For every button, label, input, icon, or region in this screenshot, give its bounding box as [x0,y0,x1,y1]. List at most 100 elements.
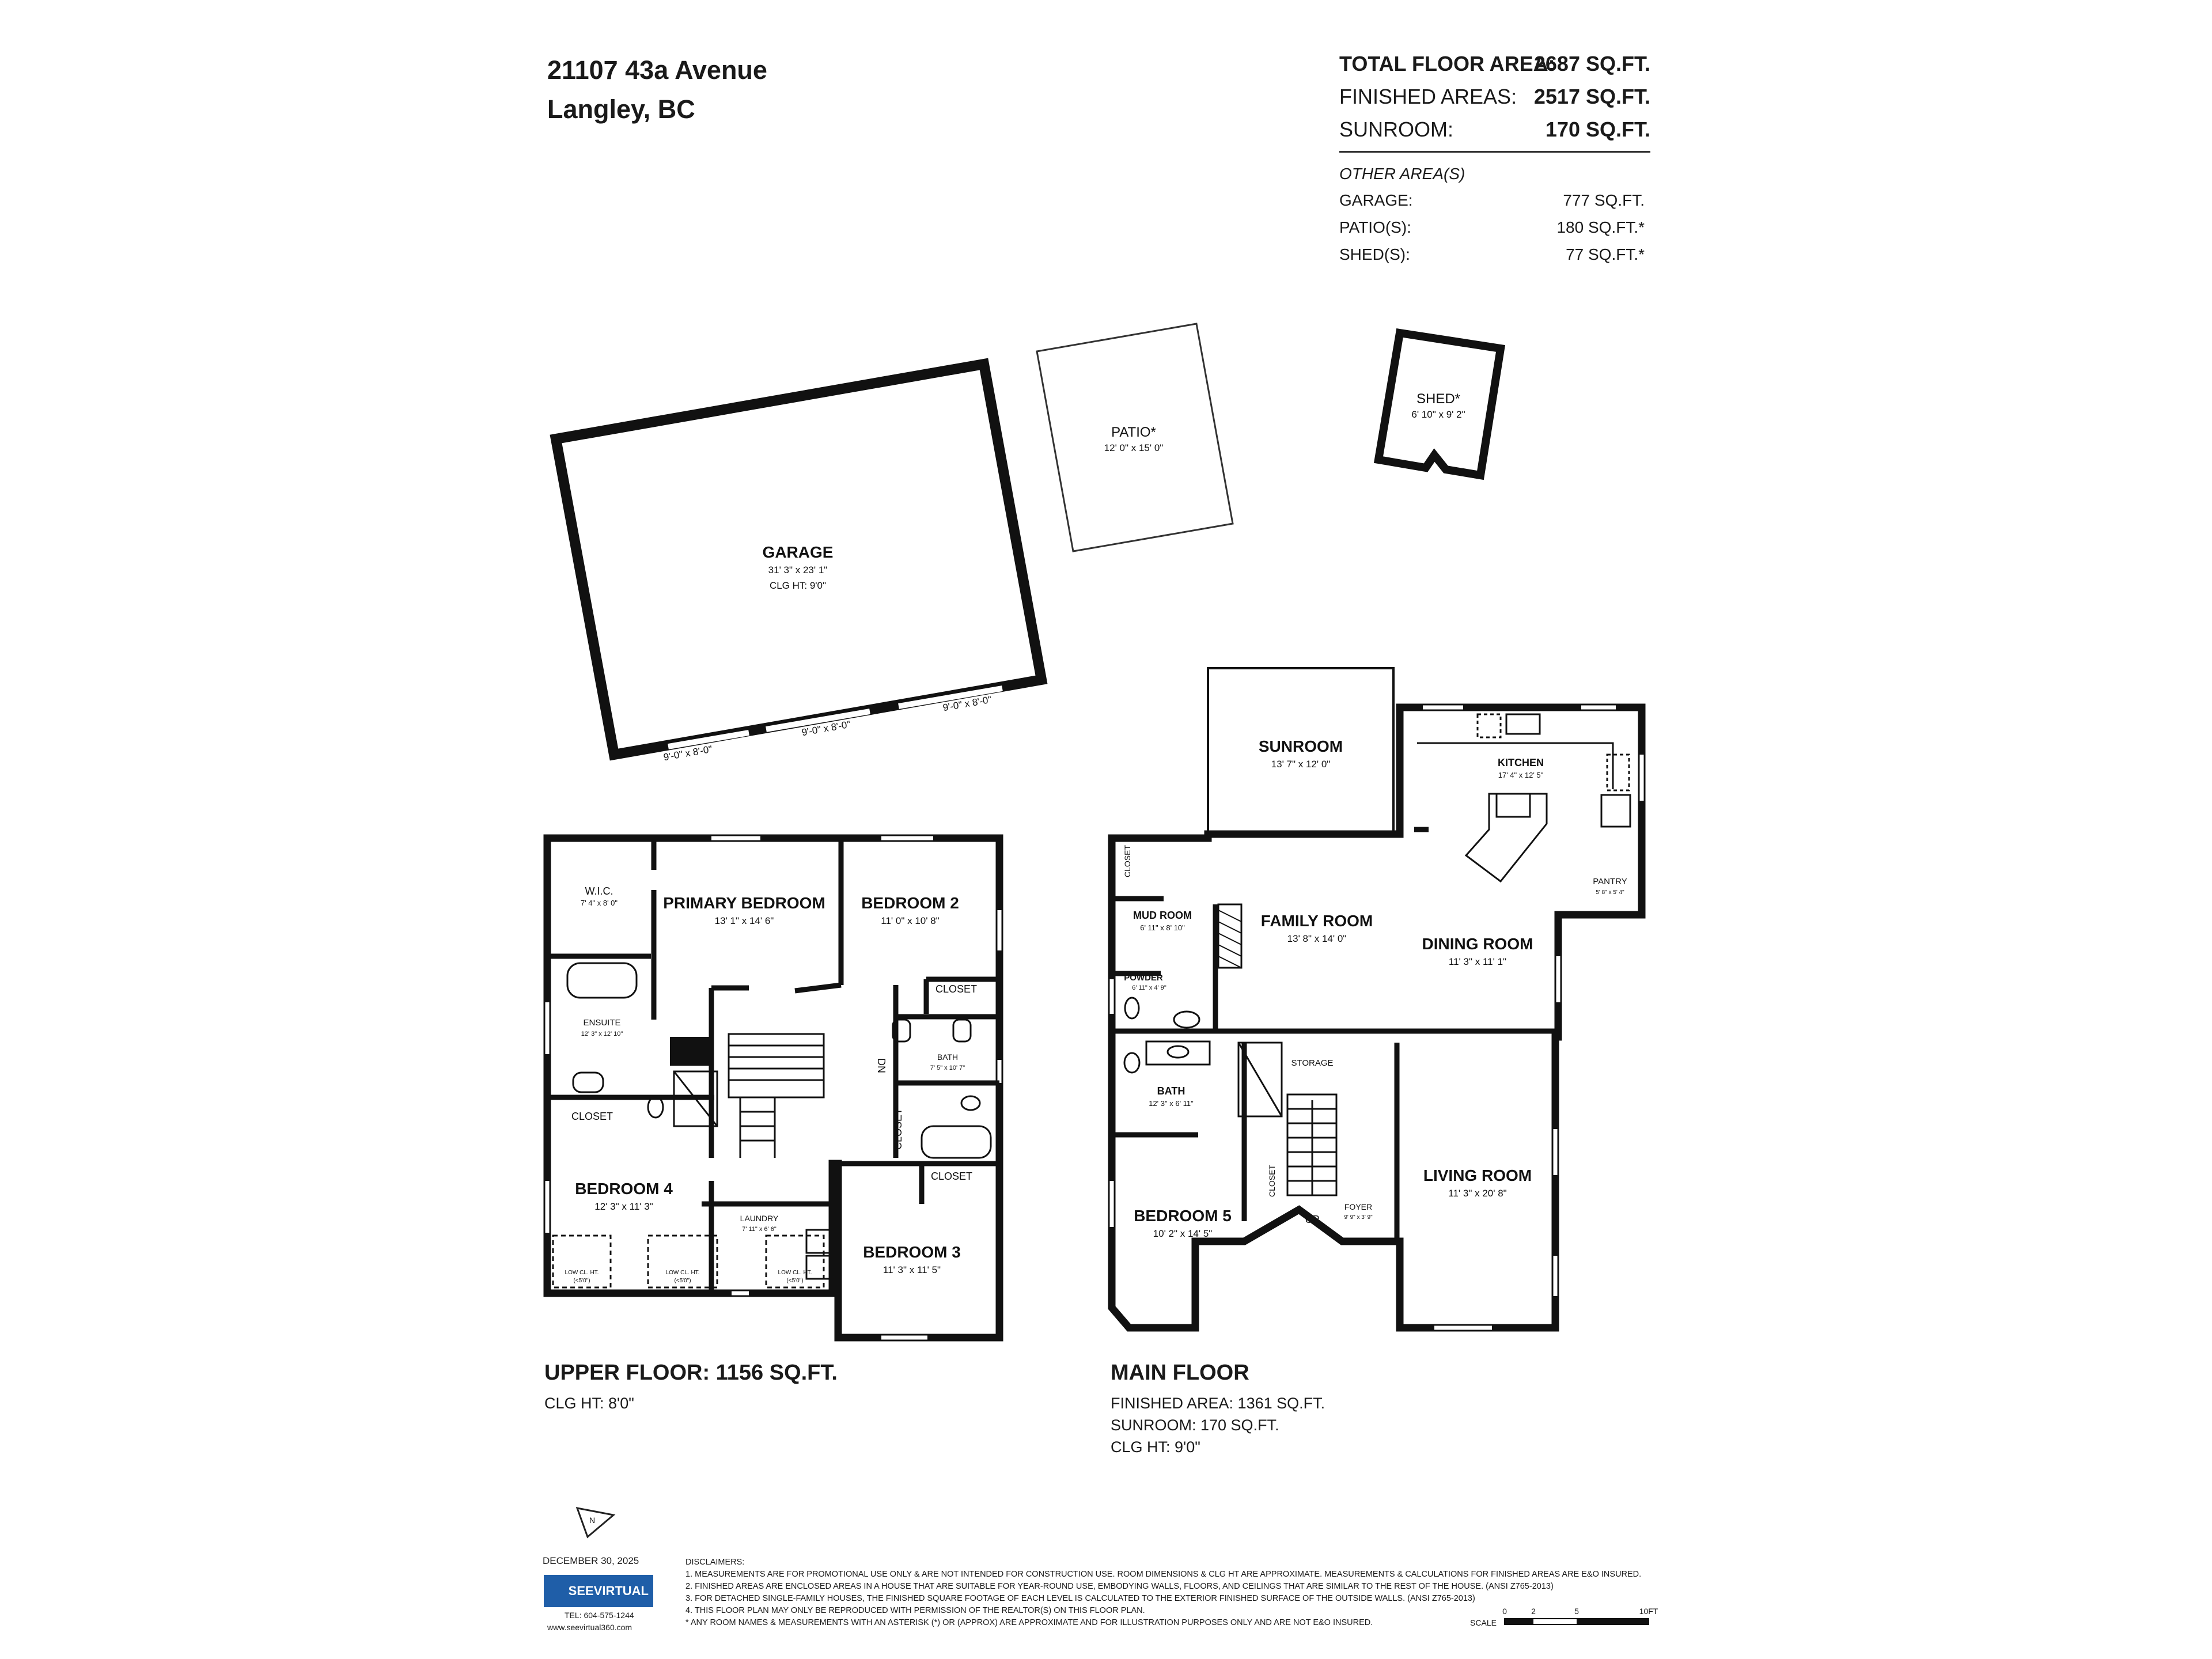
garage-clg: CLG HT: 9'0" [770,580,826,591]
stairs-up-label: UP [1305,1214,1319,1225]
primary-bedroom-name: PRIMARY BEDROOM [663,894,825,912]
main-floor-clg: CLG HT: 9'0" [1111,1438,1200,1456]
garage: GARAGE 31' 3" x 23' 1" CLG HT: 9'0" 9'-0… [550,358,1048,763]
other-area-value: 180 SQ.FT.* [1556,218,1645,236]
low-ceiling-label: LOW CL. HT. [778,1270,812,1276]
closet-label: CLOSET [1123,845,1132,877]
foyer-dims: 9' 9" x 3' 9" [1344,1214,1373,1221]
scale-tick-label: 5 [1574,1607,1579,1616]
laundry-dims: 7' 11" x 6' 6" [742,1226,777,1233]
total-area-row: TOTAL FLOOR AREA: 2687 SQ.FT. [1339,52,1650,84]
other-area-row: PATIO(S): 180 SQ.FT.* [1339,218,1645,245]
main-floor-sunroom: SUNROOM: 170 SQ.FT. [1111,1416,1279,1434]
bedroom-3-dims: 11' 3" x 11' 5" [883,1264,941,1275]
other-area-value: 77 SQ.FT.* [1566,245,1645,263]
shed-dims: 6' 10" x 9' 2" [1411,409,1465,420]
ensuite-dims: 12' 3" x 12' 10" [581,1031,623,1037]
disclaimer-line: 3. FOR DETACHED SINGLE-FAMILY HOUSES, TH… [685,1594,1475,1603]
pantry-name: PANTRY [1593,877,1627,887]
upper-floor-caption: UPPER FLOOR: 1156 SQ.FT. CLG HT: 8'0" [544,1361,838,1414]
garage-name: GARAGE [763,543,834,561]
other-area-label: PATIO(S): [1339,218,1411,236]
kitchen-name: KITCHEN [1498,757,1544,768]
other-areas-title: OTHER AREA(S) [1339,165,1465,183]
stairs-down-label: DN [876,1058,887,1073]
disclaimer-line: 1. MEASUREMENTS ARE FOR PROMOTIONAL USE … [685,1570,1642,1579]
total-area-label: TOTAL FLOOR AREA: [1339,52,1555,75]
bedroom-5-name: BEDROOM 5 [1134,1207,1232,1225]
address-line-1: 21107 43a Avenue [547,55,767,85]
bath-name: BATH [1157,1085,1185,1097]
low-ceiling-label: LOW CL. HT. [565,1270,599,1276]
finished-area-row: FINISHED AREAS: 2517 SQ.FT. [1339,85,1650,117]
living-room-dims: 11' 3" x 20' 8" [1448,1188,1506,1199]
disclaimer-line: 4. THIS FLOOR PLAN MAY ONLY BE REPRODUCE… [685,1606,1145,1615]
sunroom-area-row: SUNROOM: 170 SQ.FT. [1339,118,1650,150]
scale-tick-label: 10FT [1639,1607,1658,1616]
address-block: 21107 43a Avenue Langley, BC [547,51,767,129]
scale-tick-label: 2 [1531,1607,1536,1616]
closet-label: CLOSET [931,1171,972,1182]
company-website[interactable]: www.seevirtual360.com [547,1623,632,1632]
bedroom-5-dims: 10' 2" x 14' 5" [1153,1228,1213,1239]
plan-date: DECEMBER 30, 2025 [543,1555,639,1566]
powder-name: POWDER [1124,973,1163,983]
other-area-value: 777 SQ.FT. [1563,191,1645,209]
sunroom-area-label: SUNROOM: [1339,118,1453,141]
svg-text:N: N [589,1516,595,1525]
main-floor-caption: MAIN FLOOR FINISHED AREA: 1361 SQ.FT. SU… [1111,1361,1325,1458]
dining-room-dims: 11' 3" x 11' 1" [1449,956,1506,967]
other-area-label: SHED(S): [1339,245,1410,263]
scale-bar: 0 2 5 10FT SCALE [1470,1607,1658,1627]
upper-floor-clg: CLG HT: 8'0" [544,1395,634,1412]
upper-floor-plan [543,834,1003,1342]
laundry-name: LAUNDRY [740,1214,779,1223]
main-floor-title: MAIN FLOOR [1111,1361,1249,1385]
mud-room-dims: 6' 11" x 8' 10" [1140,923,1185,932]
sunroom-area-value: 170 SQ.FT. [1545,118,1650,141]
north-arrow-icon: N [575,1507,616,1539]
bedroom-4-name: BEDROOM 4 [575,1180,673,1198]
finished-area-value: 2517 SQ.FT. [1533,85,1650,108]
other-area-label: GARAGE: [1339,191,1413,209]
family-room-name: FAMILY ROOM [1261,912,1373,930]
powder-dims: 6' 11" x 4' 9" [1132,984,1166,991]
disclaimers: DISCLAIMERS: 1. MEASUREMENTS ARE FOR PRO… [685,1556,1711,1629]
ensuite-name: ENSUITE [583,1018,620,1028]
living-room-name: LIVING ROOM [1423,1166,1532,1184]
bedroom-2-name: BEDROOM 2 [861,894,959,912]
finished-area-label: FINISHED AREAS: [1339,85,1517,108]
patio-dims: 12' 0" x 15' 0" [1104,442,1164,453]
foyer-name: FOYER [1344,1202,1372,1211]
total-area-value: 2687 SQ.FT. [1533,52,1650,75]
low-ceiling-sub: (<5'0") [573,1278,590,1284]
scale-tick-label: 0 [1502,1607,1507,1616]
main-floor-finished: FINISHED AREA: 1361 SQ.FT. [1111,1395,1325,1412]
main-floor-plan [1108,667,1646,1332]
closet-label: CLOSET [571,1111,613,1122]
sunroom-dims: 13' 7" x 12' 0" [1271,759,1331,770]
mud-room-name: MUD ROOM [1133,910,1192,921]
other-area-row: SHED(S): 77 SQ.FT.* [1339,245,1645,272]
shed: SHED* 6' 10" x 9' 2" [1373,328,1506,480]
closet-label: CLOSET [892,1108,904,1150]
closet-label: CLOSET [935,983,977,995]
family-room-dims: 13' 8" x 14' 0" [1287,933,1347,944]
bedroom-4-dims: 12' 3" x 11' 3" [594,1201,653,1212]
bedroom-2-dims: 11' 0" x 10' 8" [881,915,939,926]
bath-dims: 12' 3" x 6' 11" [1149,1099,1194,1108]
closet-label: CLOSET [1267,1165,1277,1197]
patio: PATIO* 12' 0" x 15' 0" [1036,323,1234,552]
sunroom-name: SUNROOM [1259,737,1343,755]
dining-room-name: DINING ROOM [1422,935,1533,953]
garage-dims: 31' 3" x 23' 1" [768,565,828,575]
low-ceiling-sub: (<5'0") [786,1278,803,1284]
bath-dims: 7' 5" x 10' 7" [930,1065,965,1071]
bedroom-3-name: BEDROOM 3 [863,1243,961,1261]
other-area-row: GARAGE: 777 SQ.FT. [1339,191,1645,218]
company-phone: TEL: 604-575-1244 [565,1611,634,1620]
wic-name: W.I.C. [585,885,613,897]
area-divider [1339,151,1650,153]
pantry-dims: 5' 8" x 5' 4" [1596,889,1624,896]
